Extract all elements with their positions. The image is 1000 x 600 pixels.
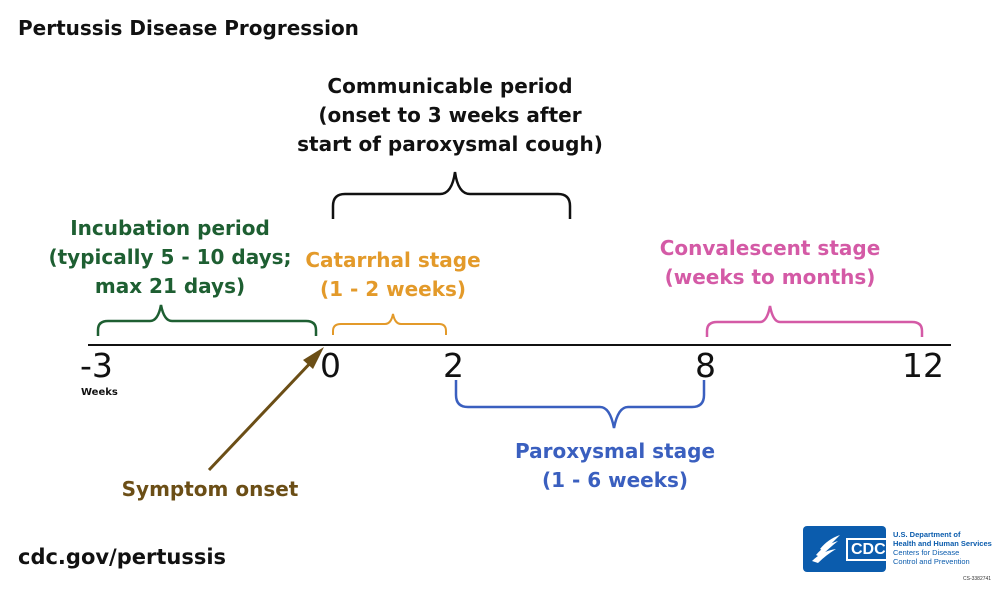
cdc-wordmark: CDC bbox=[846, 538, 891, 561]
diagram-title: Pertussis Disease Progression bbox=[18, 16, 359, 40]
convalescent-brace bbox=[705, 305, 924, 337]
incubation-brace bbox=[96, 304, 318, 336]
incubation-line1: Incubation period bbox=[70, 216, 270, 240]
communicable-line1: Communicable period bbox=[327, 74, 573, 98]
tick-label-minus-3: -3 bbox=[80, 346, 113, 385]
paroxysmal-label: Paroxysmal stage (1 - 6 weeks) bbox=[505, 437, 725, 495]
catarrhal-line1: Catarrhal stage bbox=[305, 248, 481, 272]
agency-line3: Centers for Disease bbox=[893, 548, 960, 557]
convalescent-label: Convalescent stage (weeks to months) bbox=[650, 234, 890, 292]
axis-unit-label: Weeks bbox=[81, 387, 118, 398]
catarrhal-brace bbox=[332, 313, 447, 335]
tick-label-8: 8 bbox=[695, 346, 716, 385]
tick-label-2: 2 bbox=[443, 346, 464, 385]
paroxysmal-line2: (1 - 6 weeks) bbox=[541, 468, 689, 492]
communicable-brace bbox=[331, 171, 572, 219]
communicable-label: Communicable period (onset to 3 weeks af… bbox=[290, 72, 610, 159]
convalescent-line1: Convalescent stage bbox=[659, 236, 881, 260]
paroxysmal-line1: Paroxysmal stage bbox=[514, 439, 716, 463]
tick-label-0: 0 bbox=[320, 346, 341, 385]
agency-line1: U.S. Department of bbox=[893, 530, 961, 539]
paroxysmal-brace bbox=[454, 380, 706, 429]
convalescent-line2: (weeks to months) bbox=[664, 265, 876, 289]
symptom-onset-arrow bbox=[207, 356, 317, 472]
catarrhal-label: Catarrhal stage (1 - 2 weeks) bbox=[300, 246, 486, 304]
footer-url: cdc.gov/pertussis bbox=[18, 545, 227, 569]
document-code: CS-3382741 bbox=[963, 576, 992, 582]
symptom-onset-arrowhead bbox=[303, 347, 324, 369]
hhs-agency-text: U.S. Department of Health and Human Serv… bbox=[893, 530, 992, 566]
communicable-line3: start of paroxysmal cough) bbox=[297, 132, 603, 156]
cdc-logo bbox=[803, 526, 886, 572]
incubation-line2: (typically 5 - 10 days; bbox=[48, 245, 292, 269]
agency-line4: Control and Prevention bbox=[893, 557, 970, 566]
incubation-line3: max 21 days) bbox=[94, 274, 246, 298]
hhs-eagle-icon bbox=[812, 535, 840, 563]
agency-line2: Health and Human Services bbox=[893, 539, 992, 548]
symptom-onset-label: Symptom onset bbox=[121, 477, 299, 501]
incubation-label: Incubation period (typically 5 - 10 days… bbox=[40, 214, 300, 301]
communicable-line2: (onset to 3 weeks after bbox=[318, 103, 582, 127]
catarrhal-line2: (1 - 2 weeks) bbox=[319, 277, 467, 301]
tick-label-12: 12 bbox=[902, 346, 944, 385]
